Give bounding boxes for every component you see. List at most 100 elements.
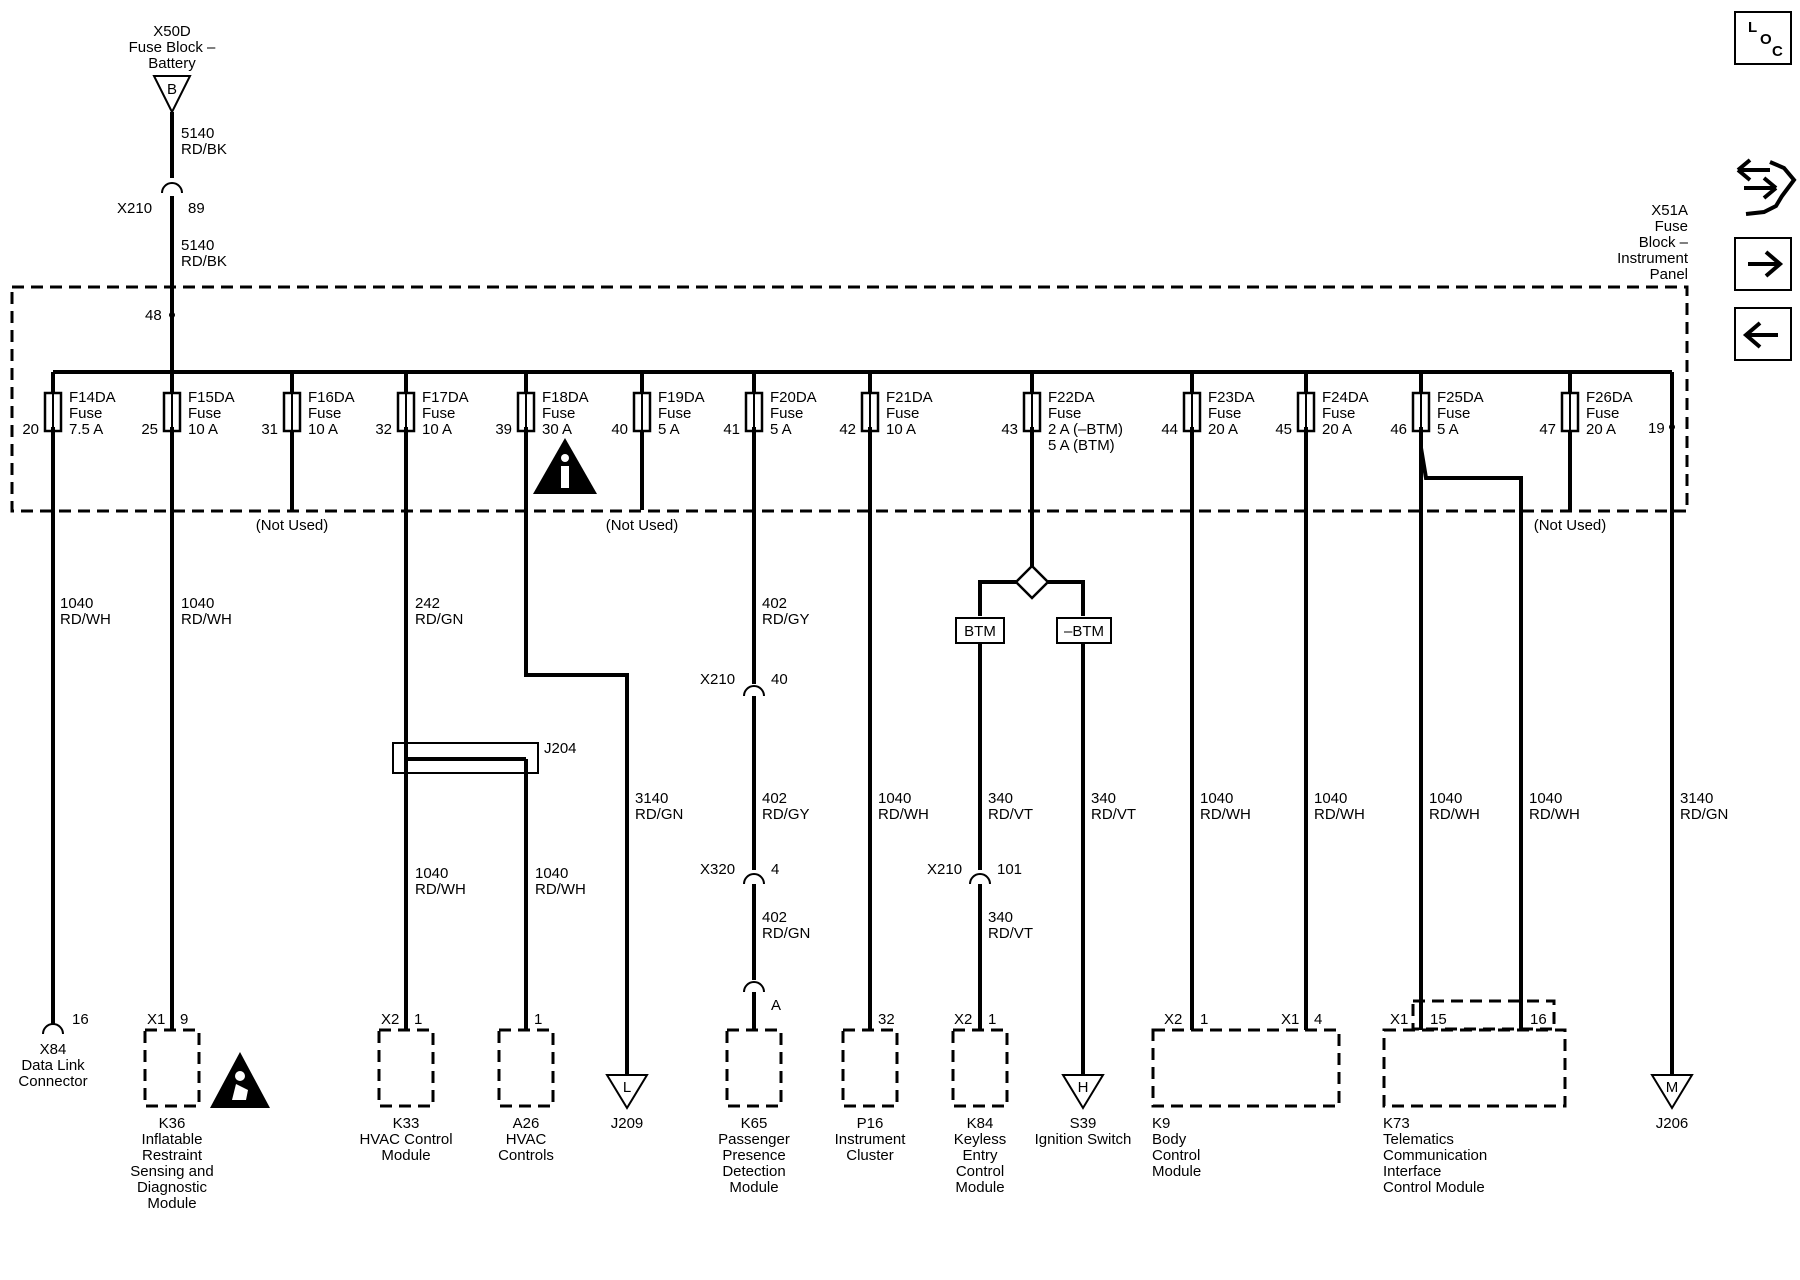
loc-button[interactable]: L O C	[1734, 11, 1792, 65]
f26da-type: Fuse	[1586, 405, 1619, 422]
fuse-block-line2: Block –	[1639, 234, 1689, 251]
f14da-type: Fuse	[69, 405, 102, 422]
k84-label1: Keyless	[954, 1131, 1007, 1148]
a26-id: A26	[513, 1115, 540, 1132]
wire14-circuit: 1040	[415, 865, 448, 882]
x320-4-connector	[743, 873, 765, 885]
connector-swap-icon	[1736, 158, 1797, 216]
k9-pin2: 4	[1314, 1011, 1322, 1028]
connector-swap-button[interactable]	[1736, 158, 1797, 216]
f24da-rating: 20 A	[1322, 421, 1352, 438]
f25da-type: Fuse	[1437, 405, 1470, 422]
x210-101-connector	[969, 873, 991, 885]
wire3-color: RD/GN	[415, 611, 463, 628]
f19da-type: Fuse	[658, 405, 691, 422]
wire7a-color: RD/VT	[988, 806, 1033, 823]
f19da-pin: 40	[611, 421, 628, 438]
feed-color: RD/BK	[181, 141, 227, 158]
source-name2: Battery	[148, 55, 196, 72]
f24da-type: Fuse	[1322, 405, 1355, 422]
f18da-pin: 39	[495, 421, 512, 438]
p16-module-box	[841, 1028, 899, 1108]
airbag-warning-icon[interactable]	[210, 1052, 270, 1108]
x84-label2: Connector	[18, 1073, 87, 1090]
next-button[interactable]	[1734, 237, 1792, 291]
x84-id: X84	[40, 1041, 67, 1058]
feed-color-2: RD/BK	[181, 253, 227, 270]
j209-terminal-triangle	[605, 1074, 649, 1110]
info-icon[interactable]	[533, 438, 597, 494]
f19da-rating: 5 A	[658, 421, 680, 438]
f20da-pin: 41	[723, 421, 740, 438]
x84-pin: 16	[72, 1011, 89, 1028]
f22da-rating2: 5 A (BTM)	[1048, 437, 1115, 454]
source-terminal: B	[167, 81, 177, 98]
x210-40-label: X210	[700, 671, 735, 688]
wire7a-circuit: 340	[988, 790, 1013, 807]
f17da-rating: 10 A	[422, 421, 452, 438]
wire13-circuit: 3140	[1680, 790, 1713, 807]
k36-label2: Restraint	[142, 1147, 203, 1164]
x210-89-connector	[161, 182, 183, 194]
wire12-circuit: 1040	[1529, 790, 1562, 807]
j209-terminal: L	[623, 1079, 631, 1096]
k9-id: K9	[1152, 1115, 1170, 1132]
f26da-not-used: (Not Used)	[1534, 517, 1607, 534]
source-terminal-triangle	[152, 75, 192, 115]
j206-id: J206	[1656, 1115, 1689, 1132]
k36-label5: Module	[147, 1195, 196, 1212]
k33-label2: Module	[381, 1147, 430, 1164]
k65-label2: Presence	[722, 1147, 785, 1164]
k33-module-box	[377, 1028, 435, 1108]
wire6-color: RD/WH	[878, 806, 929, 823]
wire15-color: RD/WH	[535, 881, 586, 898]
f18da-rating: 30 A	[542, 421, 572, 438]
f20da-rating: 5 A	[770, 421, 792, 438]
x210-101-label: X210	[927, 861, 962, 878]
x84-connector-symbol	[42, 1023, 64, 1035]
s39-id: S39	[1070, 1115, 1097, 1132]
p16-pin: 32	[878, 1011, 895, 1028]
fuse-block-line3: Instrument	[1617, 250, 1689, 267]
fuse-block-outline	[10, 285, 1689, 513]
prev-button[interactable]	[1734, 307, 1792, 361]
no-btm-label: –BTM	[1064, 623, 1104, 640]
k73-label3: Interface	[1383, 1163, 1441, 1180]
x320-pin: 4	[771, 861, 779, 878]
f17da-pin: 32	[375, 421, 392, 438]
k36-label3: Sensing and	[130, 1163, 213, 1180]
k36-label4: Diagnostic	[137, 1179, 208, 1196]
p16-label2: Cluster	[846, 1147, 894, 1164]
k36-pin: 9	[180, 1011, 188, 1028]
f25da-name: F25DA	[1437, 389, 1484, 406]
f23da-rating: 20 A	[1208, 421, 1238, 438]
svg-text:L: L	[1748, 19, 1757, 36]
f20da-type: Fuse	[770, 405, 803, 422]
f22da-pin: 43	[1001, 421, 1018, 438]
f15da-type: Fuse	[188, 405, 221, 422]
feed-circuit-2: 5140	[181, 237, 214, 254]
fuse-block-input-pin: 48	[145, 307, 162, 324]
k73-conn: X1	[1390, 1011, 1408, 1028]
k73-pin1: 15	[1430, 1011, 1447, 1028]
k84-label3: Control	[956, 1163, 1004, 1180]
f26da-name: F26DA	[1586, 389, 1633, 406]
wire9-circuit: 1040	[1200, 790, 1233, 807]
a26-module-box	[497, 1028, 555, 1108]
f17da-type: Fuse	[422, 405, 455, 422]
f26da-rating: 20 A	[1586, 421, 1616, 438]
k36-conn: X1	[147, 1011, 165, 1028]
wire4-color: RD/GN	[635, 806, 683, 823]
k9-conn2: X1	[1281, 1011, 1299, 1028]
wire-f25da-k73-16	[1419, 447, 1523, 1030]
p16-id: P16	[857, 1115, 884, 1132]
k84-label2: Entry	[962, 1147, 998, 1164]
j209-id: J209	[611, 1115, 644, 1132]
wire-f18da-j209	[524, 427, 629, 1075]
wire6-circuit: 1040	[878, 790, 911, 807]
wire5c-circuit: 402	[762, 909, 787, 926]
k73-pin2: 16	[1530, 1011, 1547, 1028]
wire3-circuit: 242	[415, 595, 440, 612]
wire5a-circuit: 402	[762, 595, 787, 612]
wire14-color: RD/WH	[415, 881, 466, 898]
